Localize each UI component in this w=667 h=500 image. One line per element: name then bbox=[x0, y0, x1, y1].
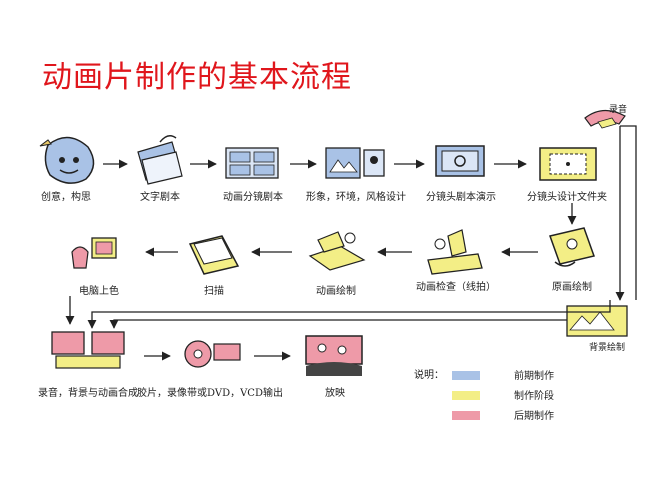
check-illustration bbox=[427, 229, 483, 275]
legend-label-production: 制作阶段 bbox=[514, 391, 554, 402]
arrow-background-compositing bbox=[109, 319, 567, 329]
label-compositing: 录音，背景与动画合成 bbox=[38, 388, 138, 399]
label-storyboard-demo: 分镜头剧本演示 bbox=[426, 192, 496, 203]
label-coloring: 电脑上色 bbox=[79, 286, 119, 297]
legend-label-pre: 前期制作 bbox=[514, 371, 554, 382]
recording-illustration bbox=[584, 109, 626, 129]
scanner-illustration bbox=[188, 235, 240, 275]
arrow-recording-compositing bbox=[620, 125, 637, 300]
storyboard-demo-illustration bbox=[435, 145, 485, 177]
label-key-animation: 原画绘制 bbox=[552, 282, 592, 293]
arrow-recording-route bbox=[87, 300, 611, 329]
label-storyboard: 动画分镜剧本 bbox=[223, 192, 283, 203]
label-screening: 放映 bbox=[325, 388, 345, 399]
label-script: 文字剧本 bbox=[140, 192, 180, 203]
idea-illustration bbox=[39, 136, 95, 184]
screening-illustration bbox=[305, 335, 363, 376]
label-background: 背景绘制 bbox=[588, 343, 626, 353]
legend-title: 说明： bbox=[414, 370, 444, 381]
legend-label-post: 后期制作 bbox=[514, 411, 554, 422]
compositing-illustration bbox=[51, 331, 125, 369]
script-illustration bbox=[137, 135, 183, 185]
label-output: 胶片，录像带或DVD，VCD输出 bbox=[137, 388, 283, 399]
label-idea: 创意，构思 bbox=[41, 192, 91, 203]
label-scan: 扫描 bbox=[204, 286, 224, 297]
label-design: 形象，环境，风格设计 bbox=[306, 192, 406, 203]
coloring-illustration bbox=[71, 237, 117, 269]
design-illustration bbox=[325, 147, 385, 179]
label-layout-folder: 分镜头设计文件夹 bbox=[527, 192, 607, 203]
label-recording: 录音 bbox=[608, 105, 628, 115]
label-inbetween: 动画绘制 bbox=[316, 286, 356, 297]
legend-swatch-pre bbox=[452, 371, 480, 380]
key-animation-illustration bbox=[549, 227, 595, 267]
output-illustration bbox=[184, 340, 241, 368]
inbetween-illustration bbox=[308, 231, 366, 271]
label-check: 动画检查（线拍） bbox=[416, 282, 496, 293]
page-title: 动画片制作的基本流程 bbox=[42, 60, 352, 95]
background-illustration bbox=[566, 305, 628, 337]
legend-swatch-production bbox=[452, 391, 480, 400]
legend-swatch-post bbox=[452, 411, 480, 420]
storyboard-illustration bbox=[225, 147, 279, 179]
layout-folder-illustration bbox=[539, 147, 597, 181]
